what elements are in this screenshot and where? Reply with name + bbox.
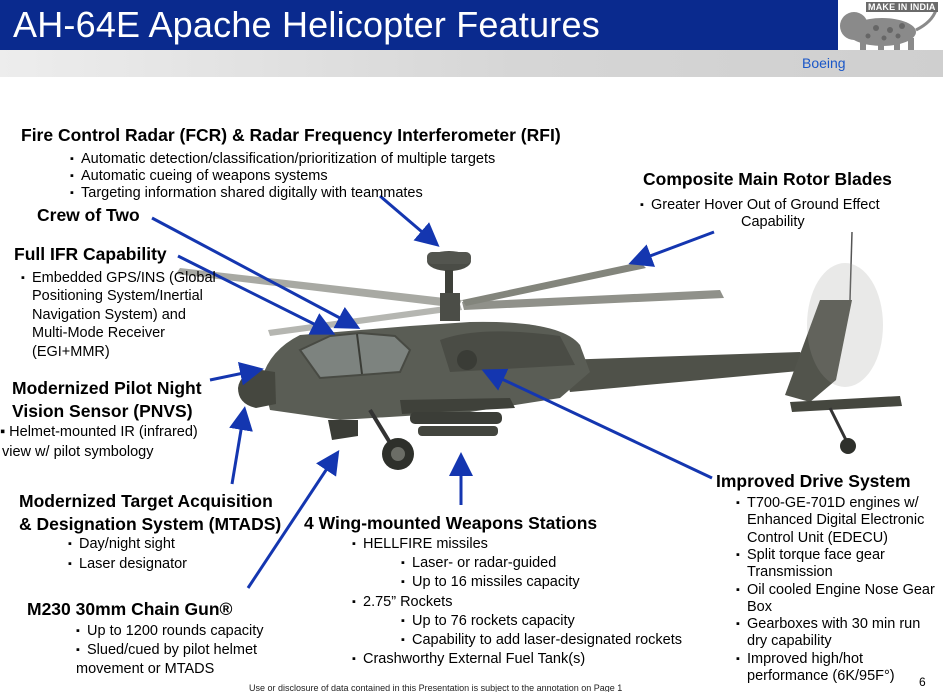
wings-hellfire: HELLFIRE missiles xyxy=(352,535,488,553)
wings-rockets-sub: Capability to add laser-designated rocke… xyxy=(401,631,682,649)
rotor-bullet-line-1: Greater Hover Out of Ground Effect xyxy=(640,196,880,214)
make-in-india-logo: MAKE IN INDIA xyxy=(832,0,943,50)
drive-bullet: Oil cooled Engine Nose Gear Box xyxy=(736,582,937,617)
mtads-heading-line-2: & Designation System (MTADS) xyxy=(19,514,282,534)
gun-bullet-cont: movement or MTADS xyxy=(76,661,215,677)
logo-text: MAKE IN INDIA xyxy=(866,2,938,12)
mtads-heading-line-1: Modernized Target Acquisition xyxy=(19,491,273,511)
fcr-bullet: Automatic cueing of weapons systems xyxy=(70,167,328,185)
wings-rockets: 2.75” Rockets xyxy=(352,593,453,611)
ifr-heading: Full IFR Capability xyxy=(14,244,167,264)
radar-dome-icon xyxy=(427,251,471,296)
rotor-mast-icon xyxy=(440,293,460,321)
pnvs-bullet-line-1: ▪ Helmet-mounted IR (infrared) xyxy=(0,424,198,440)
wings-hellfire-sub: Laser- or radar-guided xyxy=(401,554,556,572)
tail-fin-icon xyxy=(785,300,852,402)
fcr-bullet: Automatic detection/classification/prior… xyxy=(70,150,495,168)
page-title: AH-64E Apache Helicopter Features xyxy=(13,4,600,45)
ifr-bullet: Embedded GPS/INS (Global Positioning Sys… xyxy=(21,269,224,361)
canopy-icon xyxy=(298,331,412,380)
mtads-bullet: Day/night sight xyxy=(68,535,175,553)
pnvs-heading-line-2: Vision Sensor (PNVS) xyxy=(12,401,193,421)
fcr-heading: Fire Control Radar (FCR) & Radar Frequen… xyxy=(21,125,561,145)
company-name: Boeing xyxy=(802,55,846,71)
tail-rotor-icon xyxy=(807,263,883,387)
wing-stub-icon xyxy=(400,398,515,414)
pnvs-bullet-line-2: view w/ pilot symbology xyxy=(2,444,154,460)
drive-bullet: T700-GE-701D engines w/ Enhanced Digital… xyxy=(736,495,943,547)
wings-tank: Crashworthy External Fuel Tank(s) xyxy=(352,650,585,668)
lion-logo-icon xyxy=(832,0,938,50)
crew-heading: Crew of Two xyxy=(37,205,140,225)
rotor-bullet-line-2: Capability xyxy=(741,214,805,230)
drive-heading: Improved Drive System xyxy=(716,471,911,491)
wings-hellfire-sub: Up to 16 missiles capacity xyxy=(401,573,580,591)
title-bar: AH-64E Apache Helicopter Features xyxy=(0,0,943,50)
pnvs-heading-line-1: Modernized Pilot Night xyxy=(12,378,202,398)
drive-bullet: Split torque face gear Transmission xyxy=(736,547,937,582)
gun-bullet: Up to 1200 rounds capacity xyxy=(76,622,264,640)
pnvs-sensor-icon xyxy=(238,370,276,408)
footer-notice: Use or disclosure of data contained in t… xyxy=(249,683,623,692)
drive-bullet: Improved high/hot performance (6K/95F°) xyxy=(736,651,927,686)
gun-bullet: Slued/cued by pilot helmet xyxy=(76,641,257,659)
mtads-bullet: Laser designator xyxy=(68,555,187,573)
wings-rockets-sub: Up to 76 rockets capacity xyxy=(401,612,575,630)
chain-gun-icon xyxy=(328,420,358,440)
sub-bar xyxy=(0,50,943,77)
gun-heading: M230 30mm Chain Gun® xyxy=(27,599,233,619)
tail-boom-icon xyxy=(560,352,810,392)
wings-heading: 4 Wing-mounted Weapons Stations xyxy=(304,513,598,533)
page-number: 6 xyxy=(919,675,926,689)
fcr-bullet: Targeting information shared digitally w… xyxy=(70,184,423,202)
drive-bullet: Gearboxes with 30 min run dry capability xyxy=(736,616,943,651)
rotor-heading: Composite Main Rotor Blades xyxy=(643,169,892,189)
